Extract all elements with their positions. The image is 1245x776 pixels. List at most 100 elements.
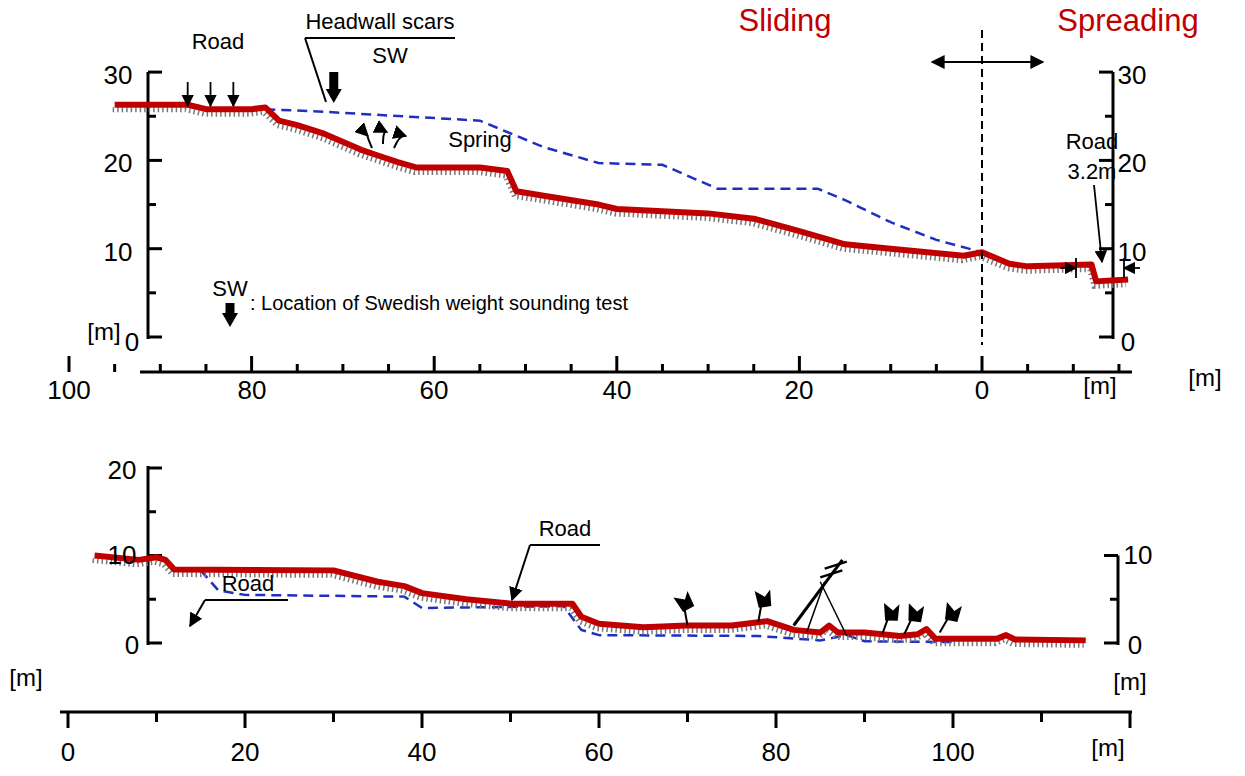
axis-tick (67, 712, 70, 728)
axis-tick (509, 712, 512, 722)
axis-unit: [m] (1113, 670, 1146, 694)
axis-tick (570, 364, 573, 372)
callout-label: Headwall scars (305, 11, 454, 33)
leader-arrow (232, 82, 234, 106)
axis-number: 10 (1124, 542, 1153, 568)
axis-number: 0 (975, 377, 989, 403)
axis-tick (1104, 642, 1118, 645)
axis-tick (332, 712, 335, 722)
axis-tick (148, 598, 156, 601)
pre-slide-profile (265, 109, 982, 252)
axis-tick (661, 364, 664, 372)
axis-tick (707, 364, 710, 372)
axis-number: 60 (585, 739, 614, 765)
axis-number: 0 (61, 739, 75, 765)
axis-tick (844, 364, 847, 372)
road-label: Road (192, 31, 245, 53)
axis-tick (1072, 364, 1075, 372)
axis-number: 20 (785, 377, 814, 403)
axis-tick (148, 510, 156, 513)
axis-tick (1110, 598, 1118, 601)
spring-arrow (383, 132, 387, 144)
axis-tick (952, 712, 955, 728)
road-label: Road (1066, 131, 1119, 153)
axis-number: 20 (1118, 150, 1147, 176)
label-underline (205, 599, 288, 601)
axis-tick (155, 712, 158, 722)
axis-tick (244, 712, 247, 728)
fallen-tree (749, 587, 774, 624)
axis-unit: [m] (1091, 736, 1124, 760)
axis-tick (775, 712, 778, 728)
axis-number: 40 (408, 739, 437, 765)
axis-tick (1104, 554, 1118, 557)
axis-tick (113, 364, 116, 372)
axis-tick (981, 356, 984, 372)
axis-tick (148, 115, 156, 118)
utility-pole (794, 560, 847, 636)
axis-number: 0 (125, 632, 139, 658)
axis-tick (296, 364, 299, 372)
axis-number: 10 (108, 542, 137, 568)
axis-tick (1105, 291, 1113, 294)
sounding-label: SW (372, 45, 407, 67)
axis-tick (598, 712, 601, 728)
axis-unit: [m] (9, 666, 42, 690)
zone-label: Sliding (738, 5, 831, 36)
axis-tick (148, 71, 162, 74)
axis-number: 10 (1118, 239, 1147, 265)
axis-unit: [m] (1188, 366, 1221, 390)
sounding-arrow (326, 72, 342, 103)
axis-tick (148, 159, 162, 162)
ground-hatching (93, 561, 1084, 646)
axis-unit: [m] (1083, 374, 1116, 398)
axis-tick (935, 364, 938, 372)
axis-tick (798, 356, 801, 372)
axis-tick (387, 364, 390, 372)
axis-tick (148, 467, 162, 470)
axis-number: 60 (420, 377, 449, 403)
axis-number: 10 (104, 239, 133, 265)
axis-number: 100 (931, 739, 974, 765)
axis-number: 80 (762, 739, 791, 765)
axis-tick (1117, 364, 1120, 372)
axis-tick (159, 364, 162, 372)
axis-tick (1099, 71, 1113, 74)
axis-tick (863, 712, 866, 722)
sounding-label: SW (212, 278, 247, 300)
axis-tick (1026, 364, 1029, 372)
road-label: Road (222, 573, 275, 595)
leader-line (1094, 185, 1102, 262)
axis-number: 40 (603, 377, 632, 403)
axis-number: 100 (47, 377, 90, 403)
axis-tick (478, 364, 481, 372)
spring-arrow (394, 136, 406, 148)
axis-tick (204, 364, 207, 372)
axis-tick (148, 291, 156, 294)
axis-tick (148, 247, 162, 250)
axis-number: 20 (104, 150, 133, 176)
ground-hatching (113, 110, 1126, 287)
sliding-spreading-divider (981, 30, 983, 345)
axis-tick (68, 356, 71, 372)
axis-number: 30 (1118, 62, 1147, 88)
legend-text: : Location of Swedish weight sounding te… (250, 293, 628, 313)
fallen-tree (932, 599, 965, 638)
label-underline (305, 37, 455, 39)
axis-tick (1105, 115, 1113, 118)
axis-tick (421, 712, 424, 728)
axis-number: 0 (125, 329, 139, 355)
axis-tick (148, 203, 156, 206)
label-underline (530, 544, 600, 546)
axis-tick (1129, 712, 1132, 728)
dimension-arrow (1124, 267, 1140, 269)
axis-number: 20 (231, 739, 260, 765)
axis-number: 0 (1128, 632, 1142, 658)
leader-line (512, 545, 530, 600)
fallen-tree (673, 590, 698, 627)
spring-arrow (368, 136, 373, 148)
zone-label: Spreading (1057, 5, 1198, 36)
axis-number: 80 (238, 377, 267, 403)
axis-tick (889, 364, 892, 372)
